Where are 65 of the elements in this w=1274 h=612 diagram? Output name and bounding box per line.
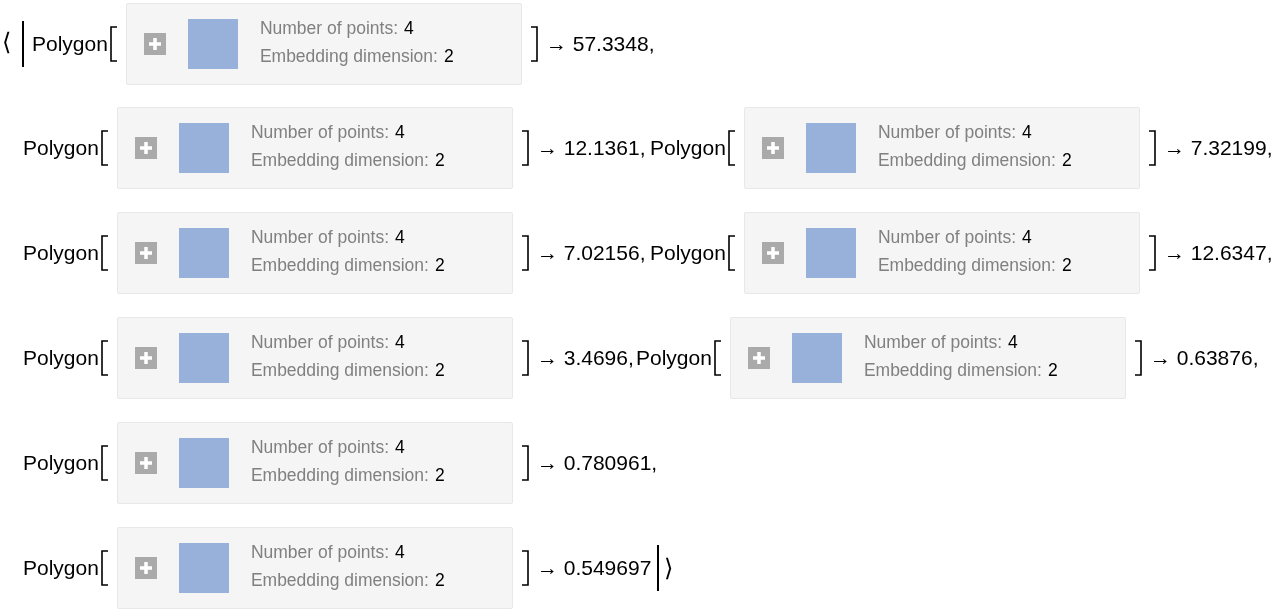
property-label: Number of points: (250, 121, 389, 143)
rule-value: → 12.1361, (536, 135, 646, 162)
function-head: Polygon (32, 31, 108, 58)
property-label: Embedding dimension: (250, 359, 429, 381)
property-label: Number of points: (259, 17, 398, 39)
property-label: Number of points: (250, 226, 389, 248)
property-value: 2 (434, 569, 445, 591)
function-head: Polygon (650, 135, 726, 162)
function-head: Polygon (636, 345, 712, 372)
property-label: Embedding dimension: (877, 149, 1056, 171)
property-label: Number of points: (250, 541, 389, 563)
property-value: 2 (1061, 149, 1072, 171)
property-label: Embedding dimension: (250, 149, 429, 171)
property-label: Embedding dimension: (877, 254, 1056, 276)
summary-box (743, 107, 1140, 189)
property-label: Embedding dimension: (250, 464, 429, 486)
rule-value: → 12.6347, (1163, 240, 1273, 267)
property-label: Embedding dimension: (250, 254, 429, 276)
close-angle-bracket: ⟩ (664, 553, 674, 583)
rule-value: → 7.02156, (536, 240, 646, 267)
property-value: 2 (434, 359, 445, 381)
property-value: 4 (395, 331, 405, 353)
property-value: 4 (395, 541, 405, 563)
property-label: Number of points: (250, 436, 389, 458)
summary-box (116, 107, 513, 189)
property-label: Embedding dimension: (250, 569, 429, 591)
property-value: 2 (434, 254, 445, 276)
function-head: Polygon (650, 240, 726, 267)
property-label: Number of points: (877, 226, 1016, 248)
summary-box (116, 422, 513, 504)
property-value: 4 (1022, 121, 1032, 143)
function-head: Polygon (23, 450, 99, 477)
summary-box (116, 527, 513, 609)
property-value: 4 (1022, 226, 1032, 248)
property-value: 4 (395, 436, 405, 458)
property-value: 4 (1008, 331, 1018, 353)
property-label: Number of points: (250, 331, 389, 353)
rule-value: → 3.4696, (536, 345, 634, 372)
property-label: Number of points: (877, 121, 1016, 143)
function-head: Polygon (23, 135, 99, 162)
rule-value: → 7.32199, (1163, 135, 1273, 162)
property-value: 2 (443, 45, 454, 67)
function-head: Polygon (23, 345, 99, 372)
property-value: 2 (434, 464, 445, 486)
rule-value: → 57.3348, (545, 31, 655, 58)
property-value: 4 (395, 121, 405, 143)
property-value: 2 (1061, 254, 1072, 276)
property-label: Embedding dimension: (259, 45, 438, 67)
property-label: Number of points: (863, 331, 1002, 353)
function-head: Polygon (23, 240, 99, 267)
property-label: Embedding dimension: (863, 359, 1042, 381)
property-value: 4 (395, 226, 405, 248)
rule-value: → 0.549697 (536, 555, 652, 582)
summary-box (116, 212, 513, 294)
summary-box (125, 3, 522, 85)
property-value: 2 (1047, 359, 1058, 381)
rule-value: → 0.780961, (536, 450, 658, 477)
function-head: Polygon (23, 555, 99, 582)
open-angle-bracket: ⟨ (2, 28, 11, 56)
summary-box (116, 317, 513, 399)
rule-value: → 0.63876, (1149, 345, 1259, 372)
property-value: 2 (434, 149, 445, 171)
summary-box (729, 317, 1126, 399)
property-value: 4 (404, 17, 414, 39)
summary-box (743, 212, 1140, 294)
